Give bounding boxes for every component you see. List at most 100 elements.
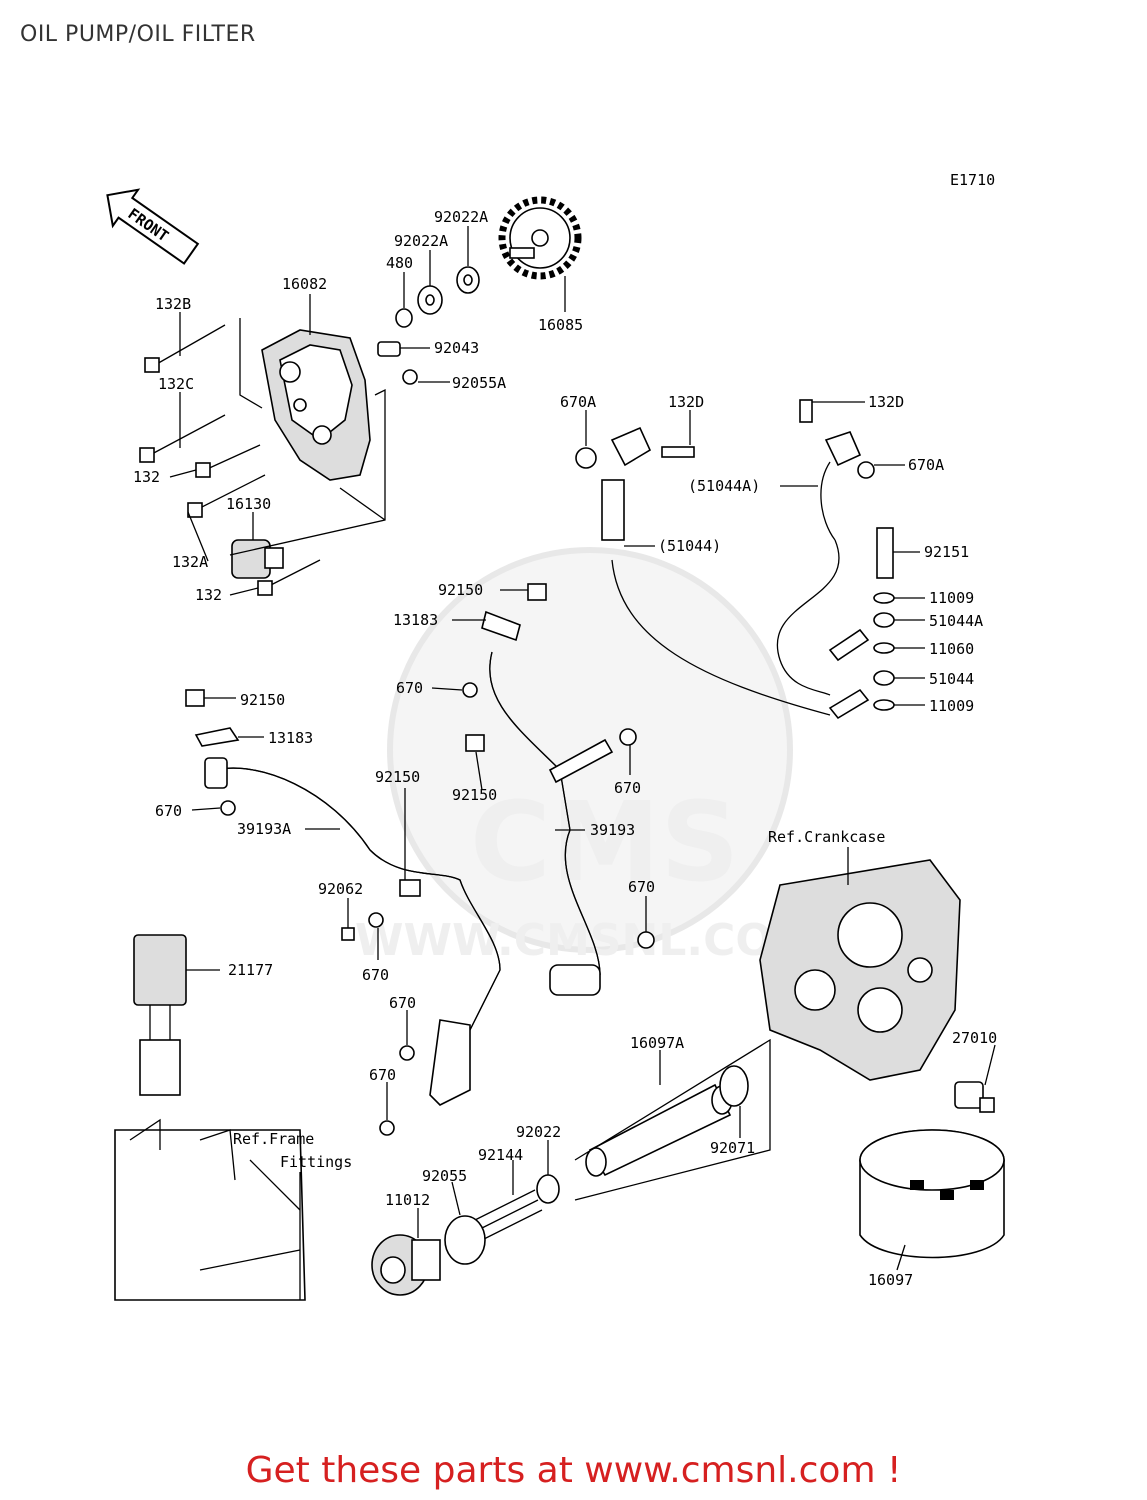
callout-51044A: 51044A — [929, 612, 983, 630]
callout-92022A-top: 92022A — [434, 208, 488, 226]
callout-670-e: 670 — [362, 966, 389, 984]
banjo-fitting-mid — [601, 426, 652, 541]
callout-132A: 132A — [172, 553, 208, 571]
leader-lines — [169, 226, 996, 1300]
callout-670-mid: 670 — [396, 679, 423, 697]
clamp-13183-left — [194, 727, 240, 747]
callout-51044: 51044 — [929, 670, 974, 688]
oring-92055 — [444, 1215, 486, 1265]
callout-92071: 92071 — [710, 1139, 755, 1157]
callout-16085: 16085 — [538, 316, 583, 334]
callout-670A-left: 670A — [560, 393, 596, 411]
washer-92022 — [536, 1174, 560, 1204]
assembly-outline — [229, 318, 386, 556]
washer-11009-bot — [873, 699, 895, 711]
washer-11060 — [873, 642, 895, 654]
bolt-132-upper — [195, 444, 261, 478]
hose-51044 — [611, 559, 831, 716]
callout-670-c: 670 — [614, 779, 641, 797]
bolt-132A — [187, 474, 266, 518]
banjo-51044 — [873, 670, 895, 686]
oring-670-c — [619, 728, 637, 746]
callout-92022: 92022 — [516, 1123, 561, 1141]
watermark-brand: CMS — [470, 778, 739, 906]
pressure-switch-21177 — [133, 934, 187, 1096]
hose-end-upper — [828, 628, 870, 662]
exploded-parts-diagram: CMS WWW.CMSNL.COM E1710 FRONT — [106, 171, 1005, 1301]
ref-crankcase-label: Ref.Crankcase — [768, 828, 885, 846]
callout-16097A: 16097A — [630, 1034, 684, 1052]
oring-670-mid — [462, 682, 478, 698]
callout-39193A: 39193A — [237, 820, 291, 838]
bolt-132B — [144, 324, 226, 373]
callout-670A-right: 670A — [908, 456, 944, 474]
callout-11060: 11060 — [929, 640, 974, 658]
callout-13183-mid: 13183 — [393, 611, 438, 629]
pipe-39193-end — [549, 964, 601, 996]
callout-11009-bot: 11009 — [929, 697, 974, 715]
callout-480: 480 — [386, 254, 413, 272]
oil-pump-body — [261, 329, 371, 481]
callout-16097: 16097 — [868, 1271, 913, 1289]
crankcase — [759, 859, 961, 1081]
callout-670-f: 670 — [389, 994, 416, 1012]
pipe-16130 — [231, 539, 284, 579]
oring-670-e — [368, 912, 384, 928]
gear-16085 — [498, 196, 582, 280]
callout-92062: 92062 — [318, 880, 363, 898]
callout-13183-left: 13183 — [268, 729, 313, 747]
bolt-92150-left — [185, 689, 205, 707]
callout-92150-mid: 92150 — [438, 581, 483, 599]
oring-670A-left — [575, 447, 597, 469]
callout-39193: 39193 — [590, 821, 635, 839]
get-parts-link[interactable]: Get these parts at www.cmsnl.com ! — [245, 1450, 902, 1491]
frame-fittings-outline — [114, 1129, 306, 1301]
oring-670-left — [220, 800, 236, 816]
bolt-92150-b — [399, 879, 421, 897]
callout-51044-paren: (51044) — [658, 537, 721, 555]
washer-hole-top — [463, 274, 473, 286]
callout-92055A: 92055A — [452, 374, 506, 392]
diagram-code: E1710 — [950, 171, 995, 189]
oring-670-d — [637, 931, 655, 949]
banjo-fitting-right — [776, 399, 875, 696]
callout-51044A-paren: (51044A) — [688, 477, 760, 495]
bolt-132C — [139, 414, 226, 463]
pin-92043 — [377, 341, 401, 357]
callout-132-lower: 132 — [195, 586, 222, 604]
callout-92055: 92055 — [422, 1167, 467, 1185]
pipe-39193A-joint — [429, 1019, 471, 1106]
banjo-51044A — [873, 612, 895, 628]
callout-92022A: 92022A — [394, 232, 448, 250]
callout-92144: 92144 — [478, 1146, 523, 1164]
callout-670-d: 670 — [628, 878, 655, 896]
frame-detail — [129, 1118, 301, 1271]
callout-21177: 21177 — [228, 961, 273, 979]
plug-92062 — [341, 927, 355, 941]
plug-11012 — [371, 1234, 441, 1296]
bolt-132D-mid — [661, 446, 695, 458]
clamp-13183-mid — [481, 610, 521, 642]
callout-132C: 132C — [158, 375, 194, 393]
callout-132D-right: 132D — [868, 393, 904, 411]
page-title: OIL PUMP/OIL FILTER — [20, 22, 256, 47]
hose-end-lower — [828, 688, 870, 720]
oring-670-g — [379, 1120, 395, 1136]
callout-27010: 27010 — [952, 1029, 997, 1047]
oring-670-f — [399, 1045, 415, 1061]
callout-132-upper: 132 — [133, 468, 160, 486]
front-arrow-icon: FRONT — [106, 188, 200, 265]
callout-16130: 16130 — [226, 495, 271, 513]
callout-11012: 11012 — [385, 1191, 430, 1209]
washer-hole — [425, 294, 435, 306]
bolt-92150-c — [465, 734, 485, 752]
callout-92150-c: 92150 — [452, 786, 497, 804]
oring-92071 — [719, 1065, 749, 1107]
pipe-39193A-fill — [214, 767, 501, 1031]
oring-480 — [395, 308, 413, 328]
oring-92055A — [402, 369, 418, 385]
ref-frame-label: Ref.Frame — [233, 1130, 314, 1148]
filter-bracket-lines — [574, 1038, 771, 1201]
callout-92043: 92043 — [434, 339, 479, 357]
sensor-27010 — [954, 1081, 995, 1113]
